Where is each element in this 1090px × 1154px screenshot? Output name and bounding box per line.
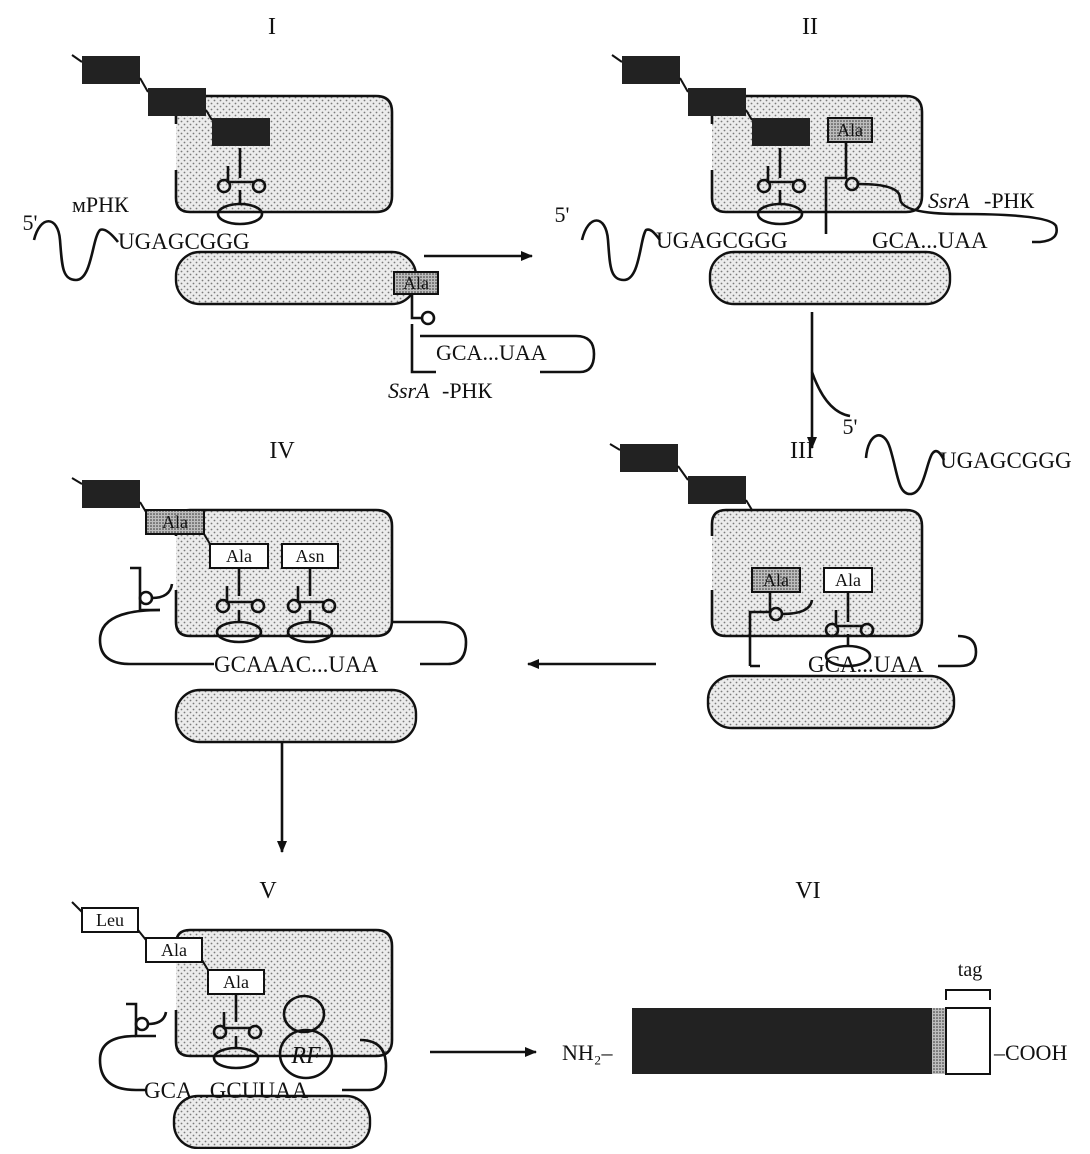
tmrna-sequence: GCA...UAA	[808, 652, 924, 677]
ala-label: Ala	[835, 570, 861, 590]
tmrna-sequence: GCA...UAA	[436, 340, 547, 365]
tmrna-free: Ala GCA...UAA SsrA -РНК	[388, 272, 594, 403]
stalled-mrna-sequence: UGAGCGGG	[656, 228, 788, 253]
peptide-residue	[212, 118, 270, 146]
ribosome-small-subunit	[176, 252, 416, 304]
panel-label-ii: II	[802, 14, 818, 40]
five-prime-label: 5'	[843, 414, 858, 439]
peptide-residue	[148, 88, 206, 116]
panel-label-v: V	[259, 878, 277, 904]
panel-iv: IV Ala Ala Asn	[72, 438, 466, 742]
ala-label: Ala	[161, 940, 187, 960]
ribosome-large-subunit	[176, 510, 392, 636]
peptide-residue	[752, 118, 810, 146]
asn-label: Asn	[295, 546, 324, 566]
ssra-label: SsrA	[928, 188, 970, 213]
released-mrna	[866, 435, 944, 494]
ala-label: Ala	[226, 546, 252, 566]
ribosome-small-subunit	[174, 1096, 370, 1148]
mrna-label: мРНК	[72, 192, 129, 217]
tmrna-sequence: GCA...UAA	[872, 228, 988, 253]
five-prime-label: 5'	[23, 210, 38, 235]
panel-i: I 5' мРНК UGAGCGGG Ala GCA...UAA SsrA -Р…	[23, 14, 594, 403]
n-terminus-label: NH₂–	[562, 1040, 613, 1065]
stalled-mrna-sequence: UGAGCGGG	[118, 229, 250, 254]
panel-v: V Leu Ala Ala RF GCA	[72, 878, 392, 1148]
tmrna-sequence: GCAAAC...UAA	[214, 652, 379, 677]
c-terminus-label: –COOH	[993, 1040, 1067, 1065]
panel-vi: VI NH₂– tag –COOH	[562, 878, 1067, 1074]
peptide-residue	[82, 56, 140, 84]
panel-iii: III 5' UGAGCGGG Ala Ala GCA...UAA	[610, 414, 1072, 728]
panel-label-i: I	[268, 14, 276, 40]
peptide-residue	[622, 56, 680, 84]
panel-ii: II Ala GCA...UAA SsrA -РНК 5' UGAGCGGG	[555, 14, 1057, 304]
peptide-residue	[620, 444, 678, 472]
ala-label: Ala	[763, 570, 789, 590]
ssra-tag	[946, 1008, 990, 1074]
tag-start-region	[932, 1008, 946, 1074]
ribosome-small-subunit	[176, 690, 416, 742]
ala-label: Ala	[223, 972, 249, 992]
panel-label-vi: VI	[795, 878, 820, 904]
five-prime-label: 5'	[555, 202, 570, 227]
ssra-label: SsrA	[388, 378, 430, 403]
ala-label: Ala	[162, 512, 188, 532]
tag-label: tag	[958, 959, 982, 981]
panel-label-iii: III	[790, 438, 814, 464]
ssra-rna-suffix: -РНК	[442, 378, 492, 403]
tmrna-sequence: GCA...GCUUAA	[144, 1078, 309, 1103]
mrna-strand	[582, 221, 660, 281]
ribosome-large-subunit	[712, 510, 922, 636]
rf-label: RF	[290, 1043, 321, 1069]
mrna-strand	[34, 221, 118, 280]
ala-label: Ala	[403, 273, 429, 293]
ssra-rna-suffix: -РНК	[984, 188, 1034, 213]
ribosome-small-subunit	[710, 252, 950, 304]
tagged-polypeptide	[632, 1008, 934, 1074]
ala-label: Ala	[837, 120, 863, 140]
leu-label: Leu	[96, 910, 124, 930]
panel-label-iv: IV	[269, 438, 295, 464]
peptide-residue	[688, 476, 746, 504]
mrna-release-curve	[812, 372, 850, 416]
tag-bracket	[946, 990, 990, 1000]
released-mrna-sequence: UGAGCGGG	[940, 448, 1072, 473]
peptide-residue	[82, 480, 140, 508]
peptide-residue	[688, 88, 746, 116]
ribosome-small-subunit	[708, 676, 954, 728]
